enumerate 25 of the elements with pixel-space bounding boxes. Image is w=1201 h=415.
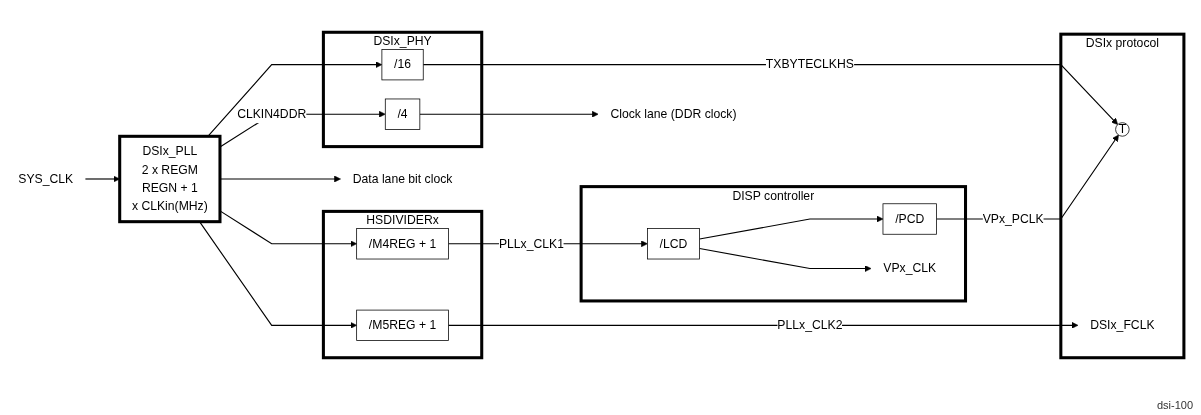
node-text: VPx_CLK	[883, 261, 937, 275]
arrow	[447, 322, 1079, 329]
figure-id: dsi-100	[1156, 399, 1193, 411]
arrow	[207, 61, 383, 137]
node-box: /M4REG + 1	[356, 228, 449, 260]
node-box: /M5REG + 1	[356, 309, 449, 341]
node-text: DSIx_FCLK	[1090, 318, 1155, 332]
node-box: /4	[384, 98, 421, 130]
arrow	[419, 110, 599, 118]
node-box: /16	[381, 49, 424, 81]
node-text: Clock lane (DDR clock)	[610, 107, 737, 121]
edge-label: TXBYTECLKHS	[765, 57, 854, 71]
arrow	[699, 215, 884, 240]
edge-label: PLLx_CLK1	[498, 236, 564, 250]
node-box: /PCD	[882, 203, 937, 235]
node-box: /LCD	[647, 228, 700, 260]
node-text: SYS_CLK	[18, 172, 74, 186]
node-text: Data lane bit clock	[352, 172, 453, 186]
edge-label: VPx_PCLK	[982, 212, 1044, 226]
arrow	[198, 221, 357, 329]
edge-label: PLLx_CLK2	[777, 318, 843, 332]
edge-label: CLKIN4DDR	[237, 107, 307, 121]
node-box: DSIx_PLL 2 x REGM REGN + 1 x CLKin(MHz)	[118, 134, 222, 224]
arrow	[699, 247, 872, 272]
node-circle: T	[1115, 122, 1130, 137]
